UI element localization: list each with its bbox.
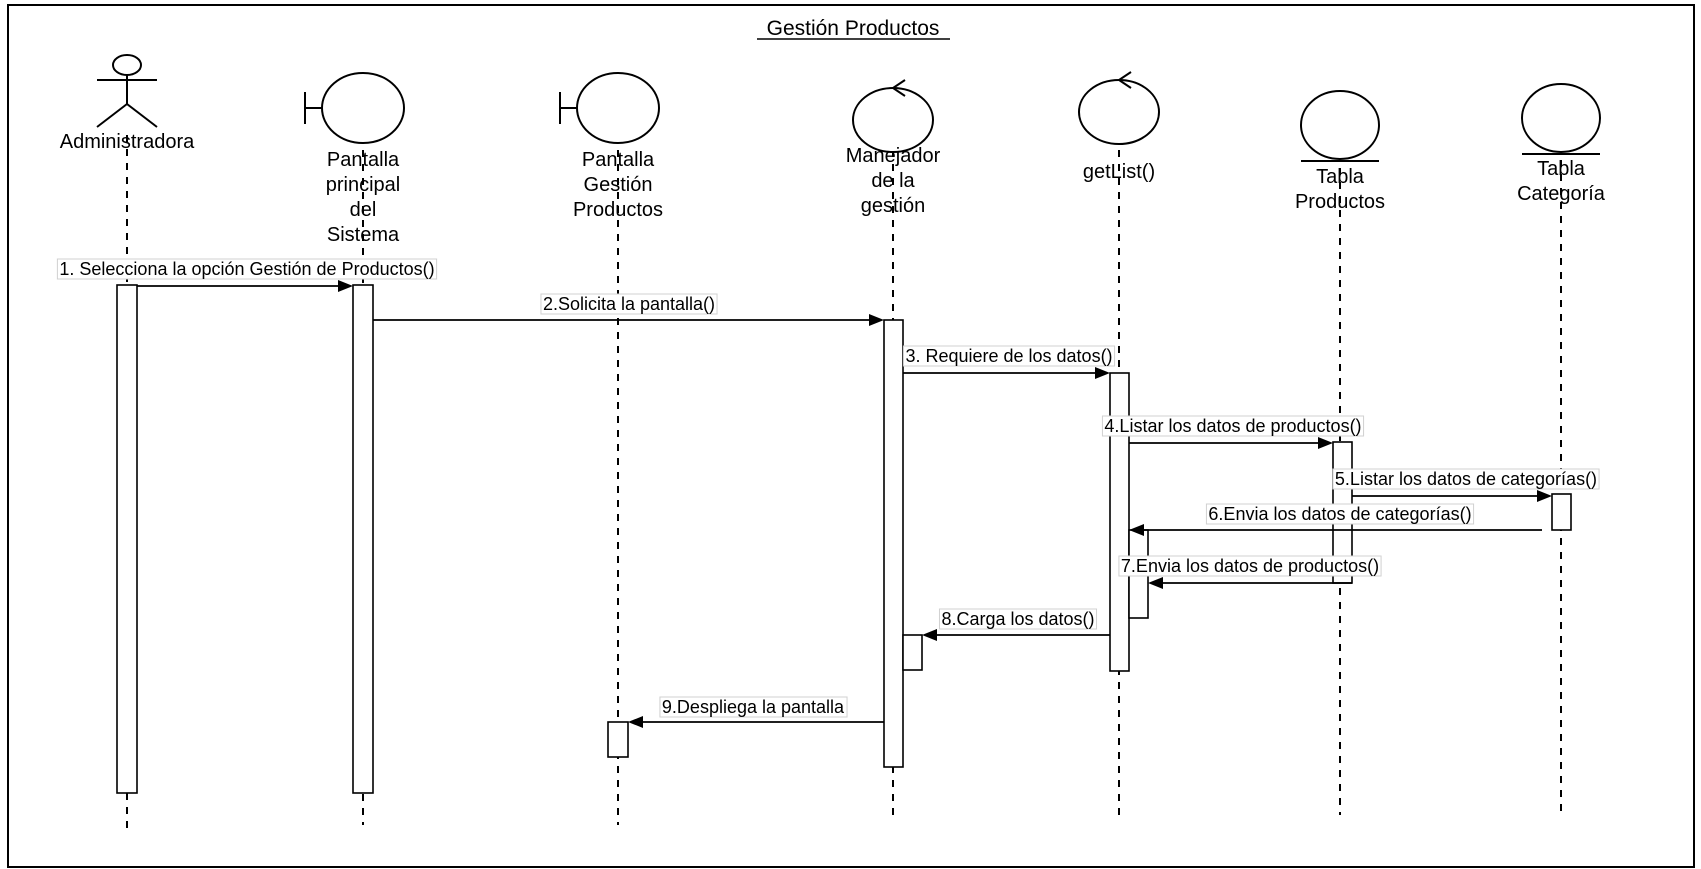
- message-label-box: [1205, 503, 1475, 525]
- arrowhead-icon: [1537, 490, 1552, 502]
- arrowhead-icon: [869, 314, 884, 326]
- entity-icon: [1521, 83, 1601, 155]
- boundary-icon: [304, 72, 405, 144]
- activation-bar-mg: [902, 634, 923, 671]
- message-label: 6.Envia los datos de categorías(): [1208, 504, 1471, 524]
- arrowhead-icon: [922, 629, 937, 641]
- participant-label-gl: getList(): [1083, 161, 1155, 183]
- activation-bar-tc: [1551, 493, 1572, 531]
- arrowhead-icon: [628, 716, 643, 728]
- activation-bar-pps: [352, 284, 374, 794]
- message-label-box: [938, 608, 1098, 630]
- message-label-box: [1332, 468, 1600, 490]
- message-label: 3. Requiere de los datos(): [905, 346, 1112, 366]
- message-label-box: [659, 696, 848, 718]
- control-icon: [852, 79, 934, 153]
- message-label-box: [902, 345, 1116, 367]
- boundary-icon: [559, 72, 660, 144]
- message-label-box: [1118, 555, 1382, 577]
- arrowhead-icon: [1095, 367, 1110, 379]
- diagram-frame: [7, 4, 1695, 868]
- message-label: 7.Envia los datos de productos(): [1121, 556, 1379, 576]
- message-label: 4.Listar los datos de productos(): [1104, 416, 1361, 436]
- arrowhead-icon: [1129, 524, 1144, 536]
- message-label-box: [540, 293, 718, 315]
- arrowhead-icon: [338, 280, 353, 292]
- message-label-box: [1101, 415, 1365, 437]
- activation-bar-mg: [883, 319, 904, 768]
- message-label: 8.Carga los datos(): [941, 609, 1094, 629]
- activation-bar-pgp: [607, 721, 629, 758]
- message-label-box: [56, 258, 438, 280]
- message-label: 1. Selecciona la opción Gestión de Produ…: [59, 259, 434, 279]
- message-label: 9.Despliega la pantalla: [662, 697, 845, 717]
- arrowhead-icon: [1318, 437, 1333, 449]
- activation-bar-admin: [116, 284, 138, 794]
- message-label: 5.Listar los datos de categorías(): [1335, 469, 1597, 489]
- participant-label-admin: Administradora: [60, 131, 195, 153]
- message-label: 2.Solicita la pantalla(): [543, 294, 715, 314]
- control-icon: [1078, 71, 1160, 145]
- arrowhead-icon: [1148, 577, 1163, 589]
- entity-icon: [1300, 90, 1380, 162]
- diagram-title: Gestión Productos: [767, 17, 940, 40]
- activation-bar-gl: [1109, 372, 1130, 672]
- actor-icon: [96, 54, 158, 128]
